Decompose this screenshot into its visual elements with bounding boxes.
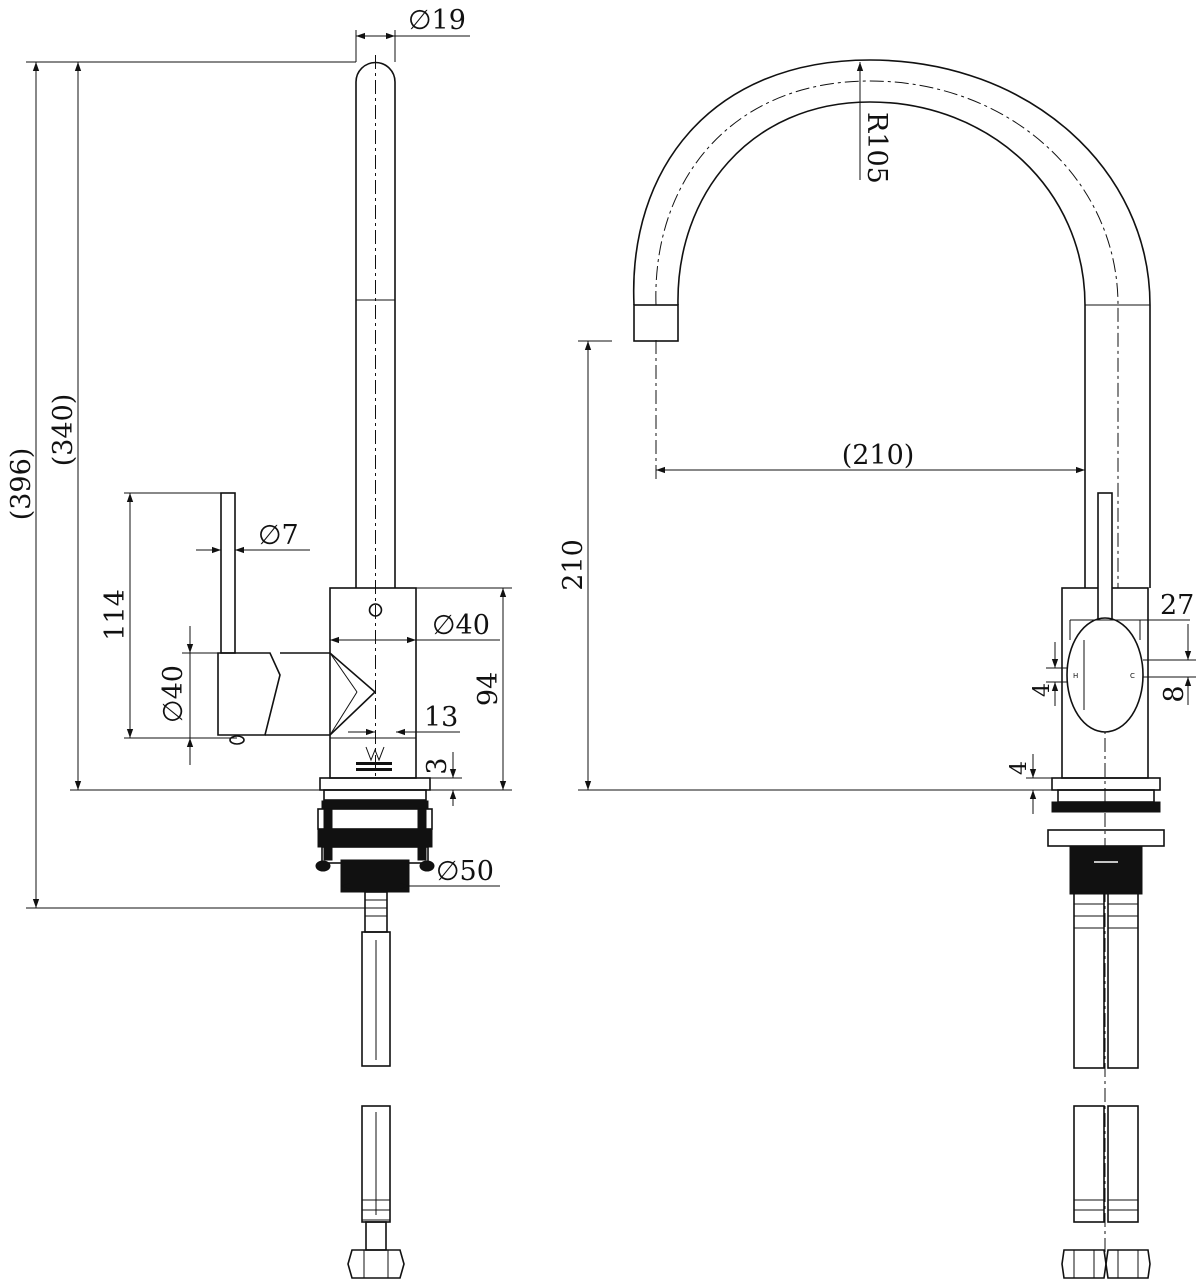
side-mounting-assembly — [315, 789, 435, 893]
side-base-flange — [319, 777, 431, 791]
side-lever — [217, 492, 377, 745]
spout-diameter-label: ∅19 — [408, 5, 466, 36]
spout-height-label: (340) — [48, 394, 79, 467]
outlet-height-label: 210 — [558, 539, 589, 591]
hot-mark: H — [1073, 672, 1078, 680]
body-height-label: 94 — [473, 672, 504, 706]
dim-lever-depth: 13 — [348, 702, 460, 736]
cartridge-diameter-label: ∅40 — [158, 665, 189, 723]
dim-spout-reach: (210) — [656, 440, 1085, 474]
base-thickness-label: 3 — [422, 757, 453, 774]
overall-height-label: (396) — [6, 448, 37, 521]
cold-mark: C — [1130, 672, 1135, 680]
dim-lever-width: 27 — [1069, 590, 1194, 640]
dim-base-thickness: 3 — [422, 752, 462, 806]
side-supply-hose — [347, 891, 405, 1279]
watermark-logo — [356, 746, 392, 771]
lever-offset-label: 4 — [1030, 683, 1055, 697]
dim-lever-offset: 4 — [1030, 642, 1067, 706]
dim-cartridge-diameter: ∅40 — [158, 626, 218, 765]
front-spout — [632, 59, 1151, 588]
spout-reach-label: (210) — [842, 440, 915, 471]
dim-body-height: 94 — [416, 587, 512, 791]
shank-diameter-label: ∅50 — [436, 856, 494, 887]
lever-depth-label: 13 — [424, 702, 458, 733]
body-diameter-label: ∅40 — [432, 610, 490, 641]
front-lever: H C — [1066, 492, 1144, 733]
dim-base-gap: 4 — [1007, 754, 1052, 814]
dim-spout-height: (340) — [48, 62, 320, 791]
spout-radius-label: R105 — [861, 112, 892, 184]
dim-lever-height: 114 — [100, 492, 237, 739]
front-view: H C — [558, 59, 1196, 1279]
dim-spout-diameter: ∅19 — [355, 5, 470, 62]
lever-height-label: 114 — [100, 589, 131, 641]
dim-lever-diameter: ∅7 — [196, 520, 310, 554]
side-view: ∅19 (396) (340) 114 ∅7 — [6, 5, 512, 1279]
side-spout — [355, 55, 396, 780]
dim-outlet-height: 210 — [558, 340, 1052, 791]
dim-lever-gap: 8 — [1143, 624, 1196, 705]
dim-overall-height: (396) — [6, 61, 365, 909]
front-mounting-assembly — [1047, 777, 1165, 895]
dim-spout-radius: R105 — [856, 62, 892, 184]
dim-body-diameter: ∅40 — [330, 610, 500, 644]
lever-width-label: 27 — [1160, 590, 1194, 621]
side-body — [329, 587, 417, 779]
base-gap-label: 4 — [1007, 761, 1032, 775]
lever-diameter-label: ∅7 — [258, 520, 299, 551]
dim-shank-diameter: ∅50 — [341, 856, 500, 890]
front-supply-hoses — [1061, 891, 1151, 1279]
lever-gap-label: 8 — [1159, 685, 1190, 702]
